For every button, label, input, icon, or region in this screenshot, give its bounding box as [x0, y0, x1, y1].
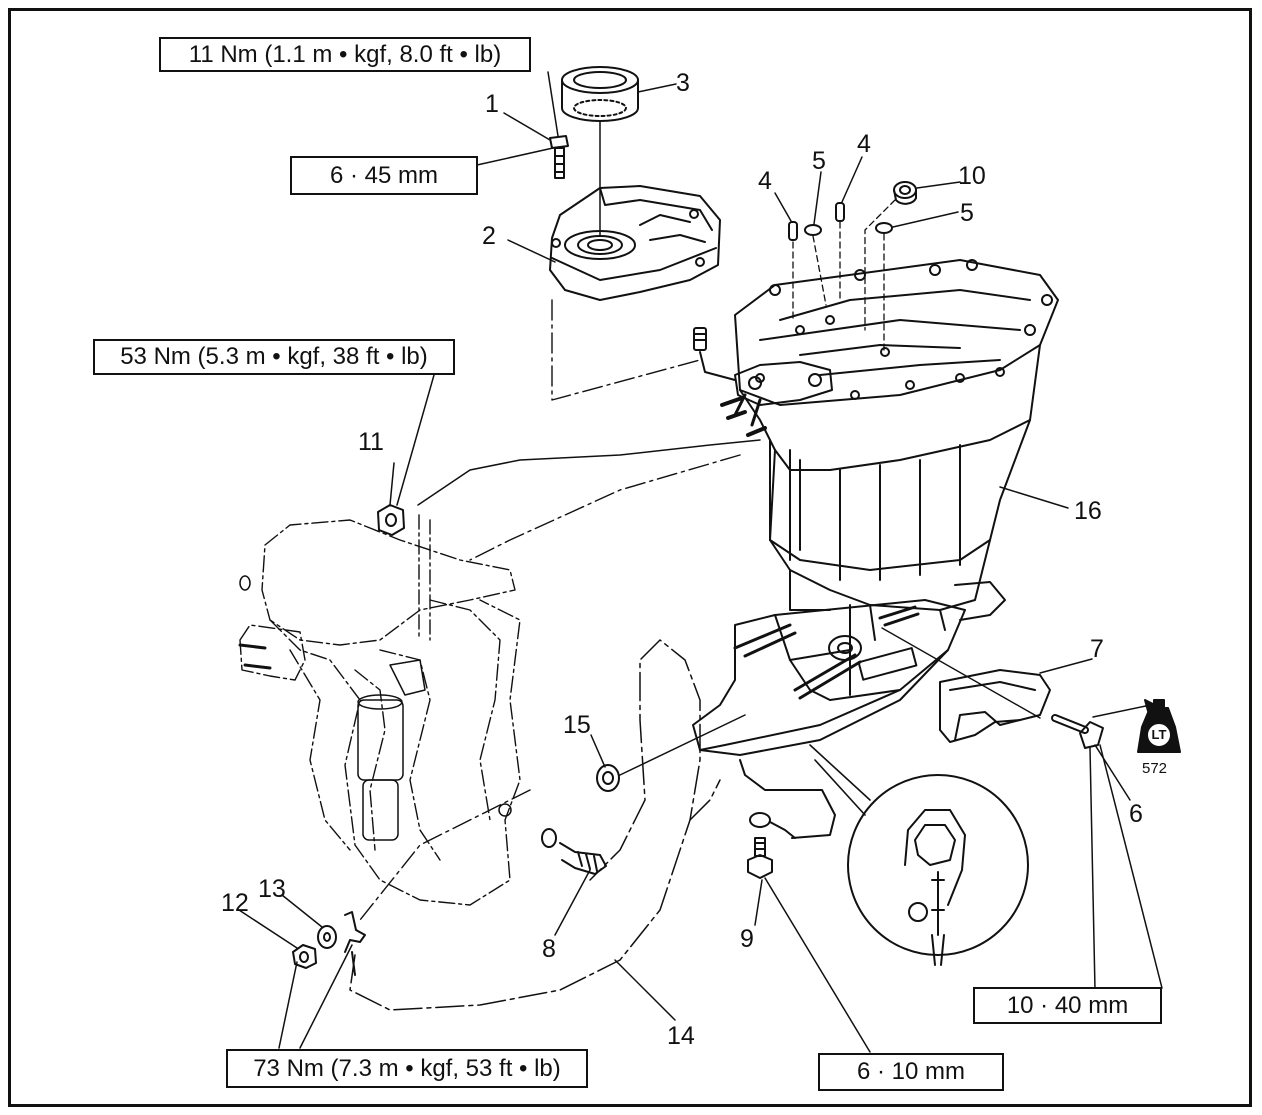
upper-case-part-16	[720, 259, 1059, 641]
callout-7: 7	[1090, 635, 1104, 663]
fitting-part-8	[541, 828, 607, 875]
size-spec-bolt-6: 10 · 40 mm	[973, 987, 1162, 1024]
callout-4b: 4	[857, 130, 871, 158]
o-rings-part-5	[804, 222, 893, 236]
collar-part-10	[893, 181, 917, 205]
bolt-part-1	[549, 135, 569, 179]
loctite-number: 572	[1142, 760, 1168, 777]
plug	[693, 327, 736, 381]
studs	[733, 605, 920, 700]
nut-part-12	[292, 944, 317, 969]
callout-13: 13	[258, 875, 286, 903]
callout-1: 1	[485, 90, 499, 118]
loctite-badge-label: LT	[1151, 727, 1167, 742]
bracket-assembly	[239, 519, 521, 906]
loctite-badge	[1137, 699, 1181, 753]
callout-4a: 4	[758, 167, 772, 195]
diagram-frame	[8, 8, 1252, 1107]
cover-part-2	[549, 185, 721, 301]
anti-cavitation-plate	[692, 599, 966, 756]
exhaust-guide	[734, 361, 833, 406]
washer-part-15	[596, 764, 620, 792]
bolt-part-6	[1051, 714, 1104, 749]
callout-3: 3	[676, 69, 690, 97]
callout-15: 15	[563, 711, 591, 739]
size-spec-screw-9: 6 · 10 mm	[818, 1053, 1004, 1091]
callout-12: 12	[221, 889, 249, 917]
nut-part-11	[377, 504, 405, 536]
torque-spec-bolt-1: 11 Nm (1.1 m • kgf, 8.0 ft • lb)	[159, 37, 531, 72]
size-spec-bolt-1: 6 · 45 mm	[290, 156, 478, 195]
ground-terminal	[739, 759, 836, 839]
hose-part-14	[349, 639, 721, 1011]
callout-11: 11	[358, 428, 384, 456]
leader-lines	[238, 71, 1163, 1053]
callout-16: 16	[1074, 497, 1102, 525]
mount-cover-part-7	[939, 669, 1051, 743]
callout-5a: 5	[812, 147, 826, 175]
dowel-pins-part-4	[788, 202, 845, 241]
callout-8: 8	[542, 935, 556, 963]
screw-part-9	[747, 837, 773, 879]
clip	[344, 911, 366, 976]
callout-2: 2	[482, 222, 496, 250]
torque-spec-nut-12: 73 Nm (7.3 m • kgf, 53 ft • lb)	[226, 1049, 588, 1088]
damper	[828, 635, 862, 661]
callout-6: 6	[1129, 800, 1143, 828]
callout-5b: 5	[960, 199, 974, 227]
torque-spec-nut-11: 53 Nm (5.3 m • kgf, 38 ft • lb)	[93, 339, 455, 375]
callout-9: 9	[740, 925, 754, 953]
oil-seal-part-3	[561, 66, 639, 122]
detail-view-circle	[809, 744, 1029, 966]
callout-14: 14	[667, 1022, 695, 1050]
callout-10: 10	[958, 162, 986, 190]
washer-part-13	[317, 925, 337, 949]
bracket-detail	[238, 575, 512, 841]
